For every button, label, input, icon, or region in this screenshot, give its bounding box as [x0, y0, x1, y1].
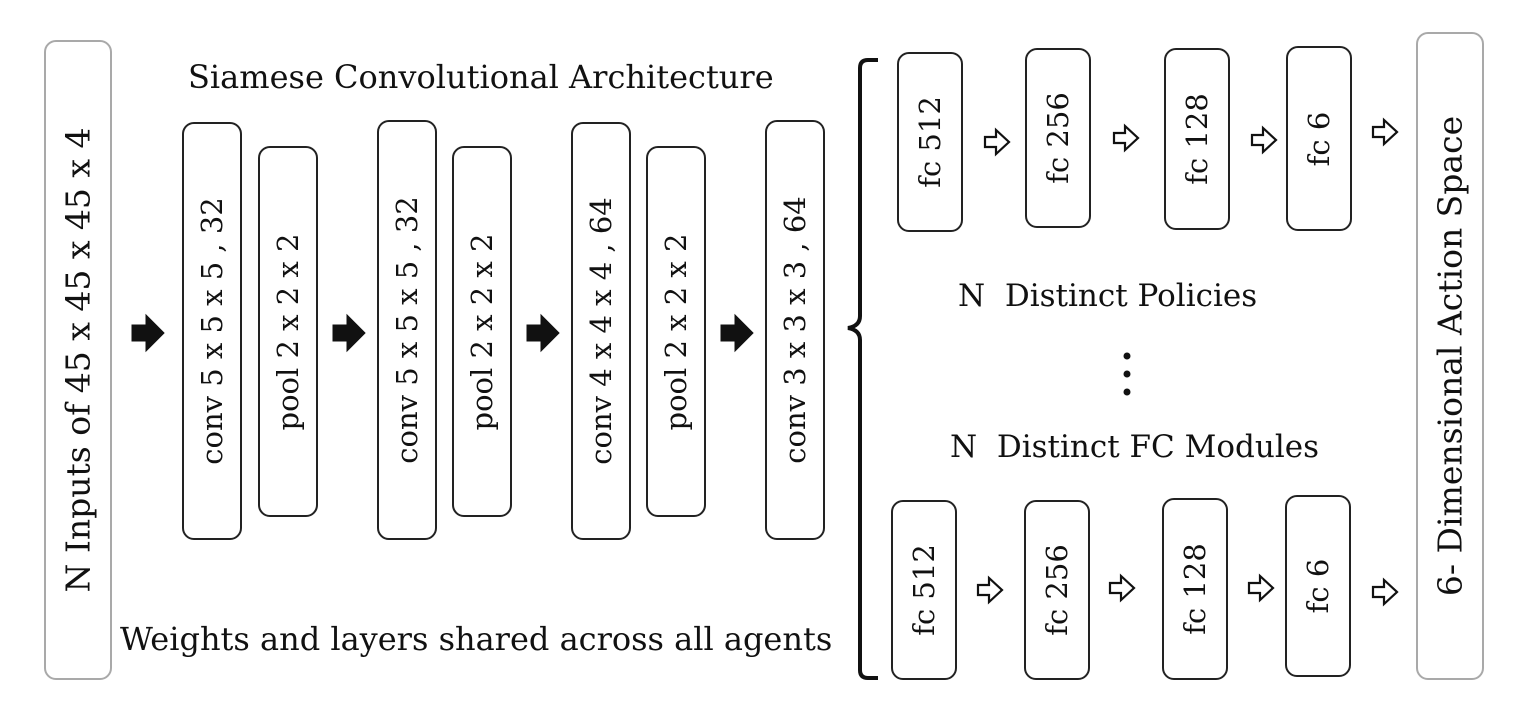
solid-arrow-icon — [720, 314, 754, 352]
distinct-policies-label: N Distinct Policies — [958, 278, 1258, 314]
conv-layer-2: conv 5 x 5 x 5 , 32 — [377, 120, 437, 540]
shared-caption: Weights and layers shared across all age… — [120, 620, 833, 658]
hollow-arrow-icon — [1108, 574, 1136, 602]
hollow-arrow-icon — [1247, 574, 1275, 602]
fc-bottom-3: fc 128 — [1162, 498, 1228, 680]
pool-layer-3: pool 2 x 2 x 2 — [646, 146, 706, 517]
fc-top-2: fc 256 — [1025, 48, 1091, 228]
conv-layer-4: conv 3 x 3 x 3 , 64 — [765, 120, 825, 540]
conv-layer-1: conv 5 x 5 x 5 , 32 — [182, 122, 242, 540]
conv-layer-3: conv 4 x 4 x 4 , 64 — [571, 122, 631, 540]
left-brace — [847, 58, 878, 680]
hollow-arrow-icon — [1250, 126, 1278, 154]
fc-bottom-2: fc 256 — [1024, 500, 1090, 680]
fc-top-3: fc 128 — [1164, 48, 1230, 230]
pool-layer-1: pool 2 x 2 x 2 — [258, 146, 318, 517]
fc-top-4: fc 6 — [1286, 46, 1352, 231]
solid-arrow-icon — [526, 314, 560, 352]
ellipsis-dots — [1123, 352, 1131, 396]
distinct-fc-label: N Distinct FC Modules — [950, 429, 1319, 465]
pool-layer-2: pool 2 x 2 x 2 — [452, 146, 512, 517]
hollow-arrow-icon — [1371, 578, 1399, 606]
siamese-title: Siamese Convolutional Architecture — [188, 58, 774, 96]
hollow-arrow-icon — [1371, 118, 1399, 146]
fc-top-1: fc 512 — [897, 52, 963, 232]
hollow-arrow-icon — [1112, 124, 1140, 152]
fc-bottom-1: fc 512 — [891, 500, 957, 680]
fc-bottom-4: fc 6 — [1285, 495, 1351, 677]
solid-arrow-icon — [131, 314, 165, 352]
hollow-arrow-icon — [976, 576, 1004, 604]
action-space-box: 6- Dimensional Action Space — [1416, 32, 1484, 680]
solid-arrow-icon — [332, 314, 366, 352]
hollow-arrow-icon — [983, 128, 1011, 156]
inputs-box: N Inputs of 45 x 45 x 45 x 4 — [44, 40, 112, 680]
